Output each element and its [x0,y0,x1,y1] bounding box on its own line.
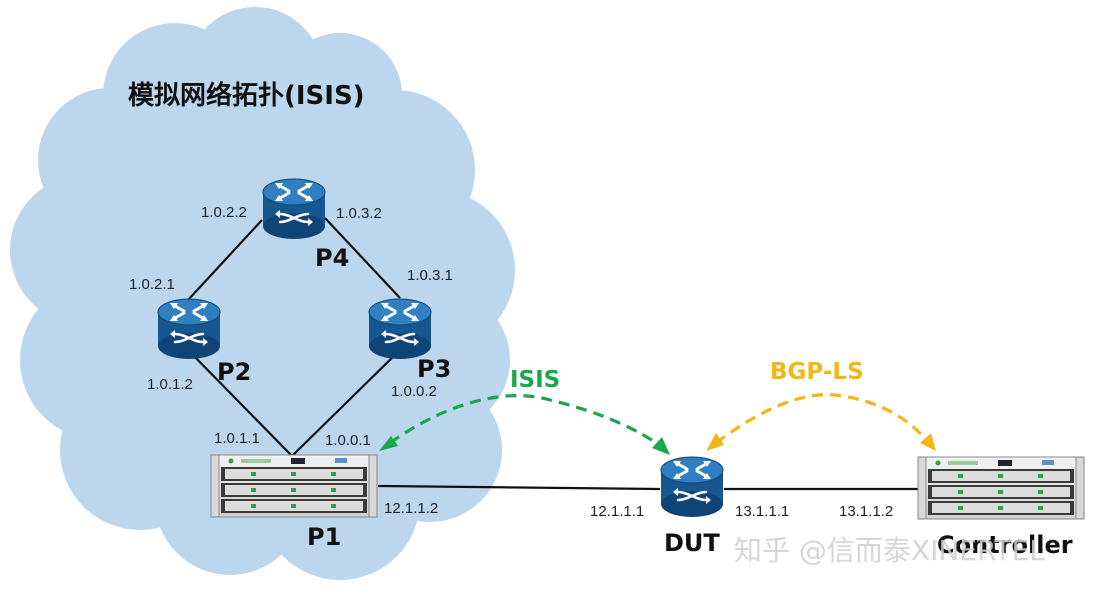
ip-p3-to-p4: 1.0.3.1 [407,267,453,284]
link-p1-dut [377,484,661,491]
protocol-label-isis: ISIS [510,367,560,393]
ip-p4-to-p2: 1.0.2.2 [201,204,247,221]
link-p2-p1 [189,351,293,457]
router-p4-icon [261,177,327,241]
ip-p1-to-p2: 1.0.1.1 [214,430,260,447]
ip-p1-to-p3: 1.0.0.1 [325,432,371,449]
ip-p2-to-p4: 1.0.2.1 [129,276,175,293]
links [187,217,920,491]
node-label-p4: P4 [315,244,349,272]
node-label-p1: P1 [307,523,341,551]
node-label-controller: Controller [937,531,1073,559]
ip-dut-to-p1: 12.1.1.1 [590,503,644,520]
node-label-dut: DUT [664,529,720,557]
diagram-title: 模拟网络拓扑(ISIS) [128,80,365,111]
ip-p3-to-p1: 1.0.0.2 [391,383,437,400]
link-p4-p3 [324,217,401,299]
watermark: 知乎 @信而泰XINERTEL [734,534,1045,567]
ip-dut-to-controller: 13.1.1.1 [735,503,789,520]
node-label-p3: P3 [417,355,451,383]
ip-p2-to-p1: 1.0.1.2 [147,376,193,393]
bgp-ls-session-arrow [715,393,930,445]
link-p3-p1 [291,351,399,457]
bgp-ls-arrowheads [706,433,936,451]
isis-session-arrow [389,394,664,450]
chassis-controller-icon [917,456,1085,520]
ip-p4-to-p3: 1.0.3.2 [336,205,382,222]
router-p3-icon [367,297,433,361]
node-label-p2: P2 [217,358,251,386]
isis-arrowheads [379,436,670,455]
protocol-label-bgp-ls: BGP-LS [770,359,864,385]
chassis-p1-icon [210,454,378,518]
ip-p1-to-dut: 12.1.1.2 [384,500,438,517]
router-dut-icon [659,455,725,519]
link-p4-p2 [187,219,263,301]
ip-controller-to-dut: 13.1.1.2 [839,503,893,520]
router-p2-icon [156,297,222,361]
